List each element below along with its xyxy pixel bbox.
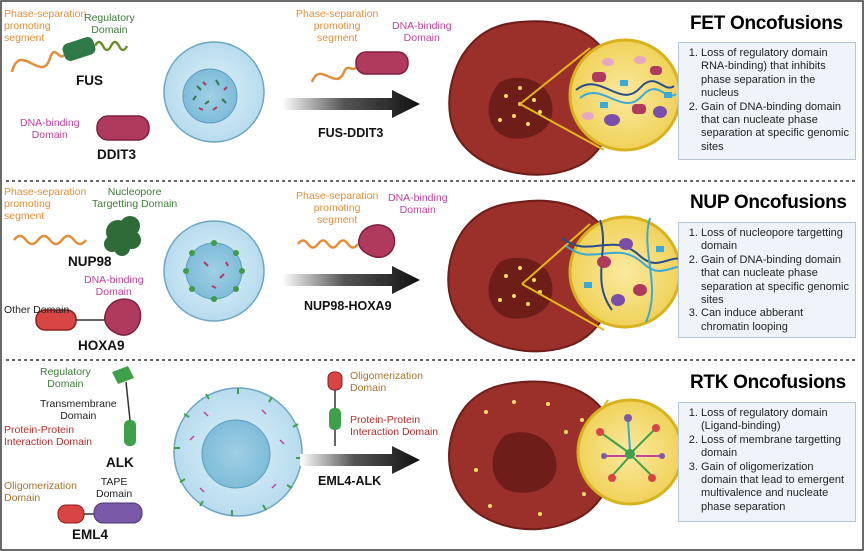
hoxa9-dna-binding-domain [104, 298, 142, 336]
nup98-nucleopore-domain [104, 216, 141, 256]
fet-point-2: Gain of DNA-binding domain that can nucl… [701, 101, 849, 155]
zoom-proteins-3 [596, 414, 665, 482]
hoxa9-other-domain-label: Other Domain [4, 304, 70, 316]
fus-regulatory-domain [62, 37, 96, 61]
fus-coil [93, 40, 129, 52]
nup-point-1: Loss of nucleopore targetting domain [701, 227, 849, 254]
condensates-2 [498, 266, 542, 306]
zoom-contents-3 [599, 419, 660, 477]
nup98-phase-separation-segment [13, 234, 87, 246]
fusion-3-oligomerization [327, 371, 343, 391]
zoom-line-1a [519, 47, 591, 105]
rtk-point-2: Loss of membrane targetting domain [701, 434, 849, 461]
nucleus-1 [182, 68, 238, 124]
fusion-1-dna-binding [355, 51, 409, 75]
cancer-nucleus-3 [492, 432, 557, 493]
fusion-1-name: FUS-DDIT3 [318, 126, 384, 140]
hoxa9-gene-name: HOXA9 [78, 338, 125, 353]
ddit3-dna-binding-domain [96, 115, 150, 141]
alk-ppi-domain [124, 420, 136, 446]
rtk-point-1: Loss of regulatory domain (Ligand-bindin… [701, 407, 849, 434]
zoom-line-2b [521, 283, 605, 331]
alk-regulatory-domain [112, 366, 134, 384]
rtk-points-box: Loss of regulatory domain (Ligand-bindin… [678, 402, 856, 522]
eml4-oligomerization-domain [57, 504, 85, 524]
nup-point-2: Gain of DNA-binding domain that can nucl… [701, 254, 849, 308]
nup-point-3: Can induce abberant chromatin looping [701, 307, 849, 334]
cancer-nucleus-1 [488, 77, 553, 139]
fusion-2-segment [296, 239, 360, 249]
zoom-line-1b [519, 103, 605, 151]
arrow-3 [300, 446, 420, 474]
condensate-zoom-2 [568, 215, 682, 329]
nup-points-box: Loss of nucleopore targetting domain Gai… [678, 222, 856, 338]
zoom-line-2a [521, 223, 591, 285]
arrow-2 [282, 266, 420, 294]
nup98-gene-name: NUP98 [68, 254, 112, 269]
alk-transmembrane-domain [125, 381, 131, 421]
nup-title: NUP Oncofusions [690, 192, 847, 213]
ddit3-gene-name: DDIT3 [97, 147, 137, 162]
nuclear-proteins-1 [192, 79, 227, 105]
fet-points-box: Loss of regulatory domain RNA-binding) t… [678, 42, 856, 160]
nuclear-pores-2 [183, 240, 245, 302]
cytoplasm-proteins-3 [189, 409, 285, 493]
cancer-nucleus-2 [488, 257, 553, 319]
rtk-title: RTK Oncofusions [690, 372, 846, 393]
eml4-gene-name: EML4 [72, 527, 109, 542]
rtk-panel-graphics [57, 366, 684, 531]
zoom-proteins-2 [584, 238, 664, 306]
alk-gene-name: ALK [106, 455, 134, 470]
nuclear-dna-proteins-1 [198, 81, 228, 111]
eml4-tape-domain [93, 502, 143, 524]
fus-gene-name: FUS [76, 73, 103, 88]
nucleus-3 [201, 419, 271, 489]
fet-title: FET Oncofusions [690, 13, 843, 34]
fet-point-1: Loss of regulatory domain RNA-binding) t… [701, 47, 849, 101]
fet-panel-graphics [10, 20, 682, 176]
fusion-3-ppi [329, 408, 341, 430]
zoom-contents-1 [575, 56, 677, 126]
fusion-2-name: NUP98-HOXA9 [304, 299, 392, 313]
rtk-point-3: Gain of oligomerization domain that lead… [701, 461, 849, 515]
fusion-1-segment [310, 65, 359, 83]
fusion-3-name: EML4-ALK [318, 474, 382, 488]
fus-phase-separation-segment [10, 47, 70, 73]
fusion-2-dna-binding [358, 224, 396, 259]
nuclear-dna-proteins-2 [203, 261, 229, 289]
membrane-receptors-3 [174, 388, 302, 516]
nup-panel-graphics [13, 199, 695, 353]
arrow-1 [282, 90, 420, 118]
